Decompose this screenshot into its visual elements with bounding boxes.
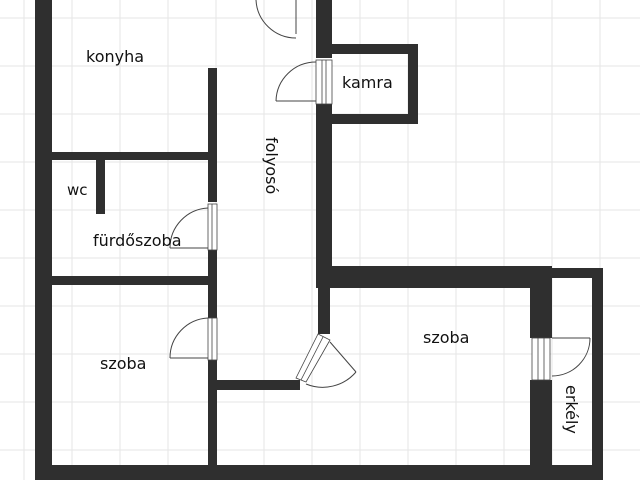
- wall-bathroom-bottom: [52, 276, 217, 285]
- wall-hallway-right-mid: [316, 104, 332, 272]
- wall-pantry-bottom: [332, 114, 418, 124]
- label-hallway: folyosó: [262, 137, 281, 194]
- wall-hallway-left-upper: [208, 68, 217, 202]
- wall-bottom: [35, 465, 603, 480]
- walls: [35, 0, 603, 480]
- door-pantry: [275, 59, 333, 105]
- label-room-right: szoba: [423, 328, 469, 347]
- label-toilet: wc: [67, 181, 88, 199]
- room-labels: konyha kamra folyosó wc fürdőszoba szoba…: [67, 47, 581, 434]
- wall-room-right-right-lower: [530, 380, 552, 480]
- wall-room-right-top: [316, 266, 552, 288]
- wall-kitchen-bottom: [52, 152, 213, 160]
- wall-pantry-top: [332, 44, 418, 54]
- door-room-left: [169, 317, 218, 361]
- wall-balcony-right: [592, 268, 603, 480]
- label-balcony: erkély: [562, 385, 581, 434]
- wall-balcony-top: [540, 268, 603, 278]
- wall-hallway-right-upper: [316, 0, 332, 58]
- wall-room-right-right: [530, 270, 552, 338]
- door-bathroom: [169, 203, 218, 251]
- wall-hallway-left-lower: [208, 360, 217, 465]
- door-entrance: [255, 0, 297, 39]
- wall-hallway-bottom: [208, 380, 300, 390]
- door-room-right: [295, 333, 357, 388]
- label-pantry: kamra: [342, 73, 393, 92]
- wall-room-right-left: [318, 288, 330, 334]
- doors: [169, 0, 591, 388]
- wall-pantry-right: [408, 44, 418, 124]
- label-bathroom: fürdőszoba: [93, 231, 182, 250]
- wall-outer-left: [35, 0, 52, 480]
- label-room-left: szoba: [100, 354, 146, 373]
- door-balcony: [531, 337, 591, 381]
- wall-wc-stub: [96, 160, 105, 214]
- label-kitchen: konyha: [86, 47, 144, 66]
